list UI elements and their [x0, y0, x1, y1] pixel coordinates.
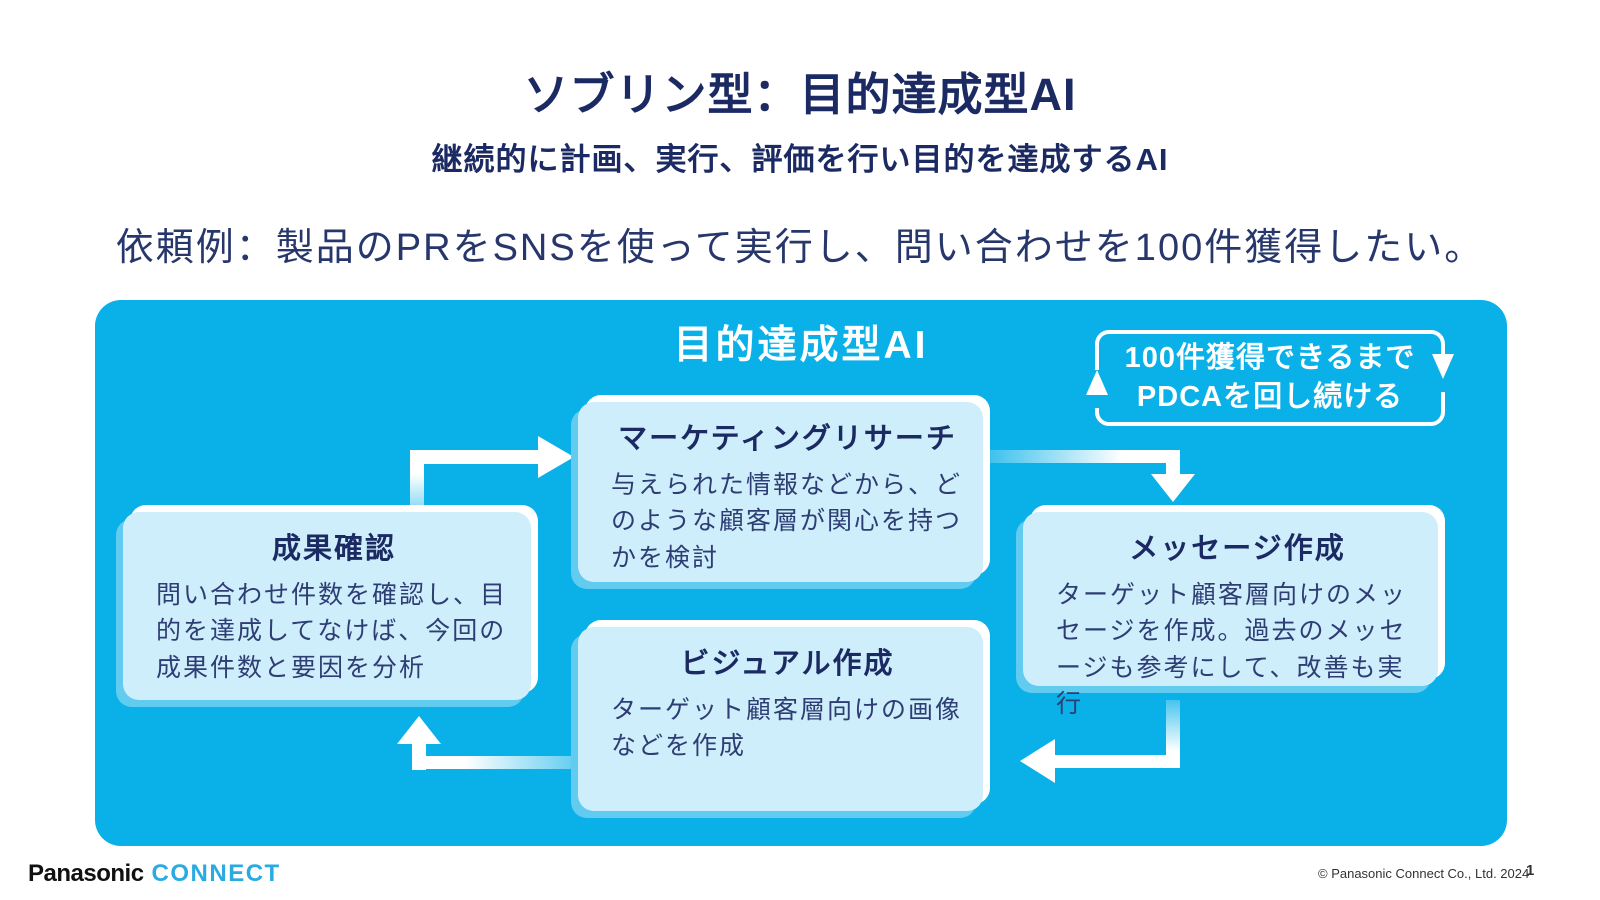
card-body: 問い合わせ件数を確認し、目的を達成してなけば、今回の成果件数と要因を分析 — [156, 581, 508, 682]
loop-note-line1: 100件獲得できるまで — [1124, 341, 1416, 374]
card-result-check: 成果確認 問い合わせ件数を確認し、目的を達成してなけば、今回の成果件数と要因を分… — [130, 505, 538, 693]
flow-arrow-segment — [1166, 700, 1180, 768]
flow-arrow-segment — [410, 450, 424, 510]
slide-subtitle: 継続的に計画、実行、評価を行い目的を達成するAI — [431, 142, 1169, 177]
flow-arrow-segment — [1055, 755, 1180, 768]
page-number: 1 — [1526, 862, 1535, 879]
request-example-text: 依頼例：製品のPRをSNSを使って実行し、問い合わせを100件獲得したい。 — [115, 227, 1485, 269]
card-body: ターゲット顧客層向けのメッセージを作成。過去のメッセージも参考にして、改善も実行 — [1056, 581, 1408, 718]
panel-title: 目的達成型AI — [673, 324, 929, 367]
flow-arrow-segment — [412, 744, 426, 770]
slide-title: ソブリン型：目的達成型AI — [523, 69, 1077, 120]
flow-arrow-segment — [412, 756, 587, 769]
logo-connect-text: CONNECT — [151, 860, 281, 887]
flow-arrow-segment — [988, 450, 1180, 463]
card-visual-creation: ビジュアル作成 ターゲット顧客層向けの画像などを作成 — [585, 620, 990, 804]
logo-panasonic-text: Panasonic — [28, 860, 144, 887]
diagram-panel: 目的達成型AI 100件獲得できるまで PDCAを回し続ける マーケティングリサ… — [95, 300, 1507, 846]
card-title: 成果確認 — [271, 533, 396, 565]
loop-arrow-up-icon — [1086, 370, 1108, 395]
card-body: ターゲット顧客層向けの画像などを作成 — [611, 696, 963, 761]
card-title: メッセージ作成 — [1129, 533, 1346, 565]
arrow-right-icon — [538, 436, 574, 478]
arrow-up-icon — [397, 716, 441, 744]
flow-arrow-segment — [1166, 450, 1180, 476]
pdca-loop-note: 100件獲得できるまで PDCAを回し続ける — [1086, 330, 1454, 426]
arrow-down-icon — [1151, 474, 1195, 502]
card-body: 与えられた情報などから、どのような顧客層が関心を持つかを検討 — [611, 471, 963, 572]
panasonic-connect-logo: Panasonic CONNECT — [28, 860, 281, 888]
card-title: マーケティングリサーチ — [618, 423, 957, 455]
loop-arrow-down-icon — [1432, 354, 1454, 379]
card-message-creation: メッセージ作成 ターゲット顧客層向けのメッセージを作成。過去のメッセージも参考に… — [1030, 505, 1445, 718]
flow-arrow-segment — [410, 450, 540, 464]
card-marketing-research: マーケティングリサーチ 与えられた情報などから、どのような顧客層が関心を持つかを… — [585, 395, 990, 575]
card-title: ビジュアル作成 — [680, 648, 895, 680]
copyright-text: © Panasonic Connect Co., Ltd. 2024 — [1318, 866, 1530, 881]
arrow-left-icon — [1020, 739, 1055, 783]
loop-note-line2: PDCAを回し続ける — [1136, 381, 1404, 413]
